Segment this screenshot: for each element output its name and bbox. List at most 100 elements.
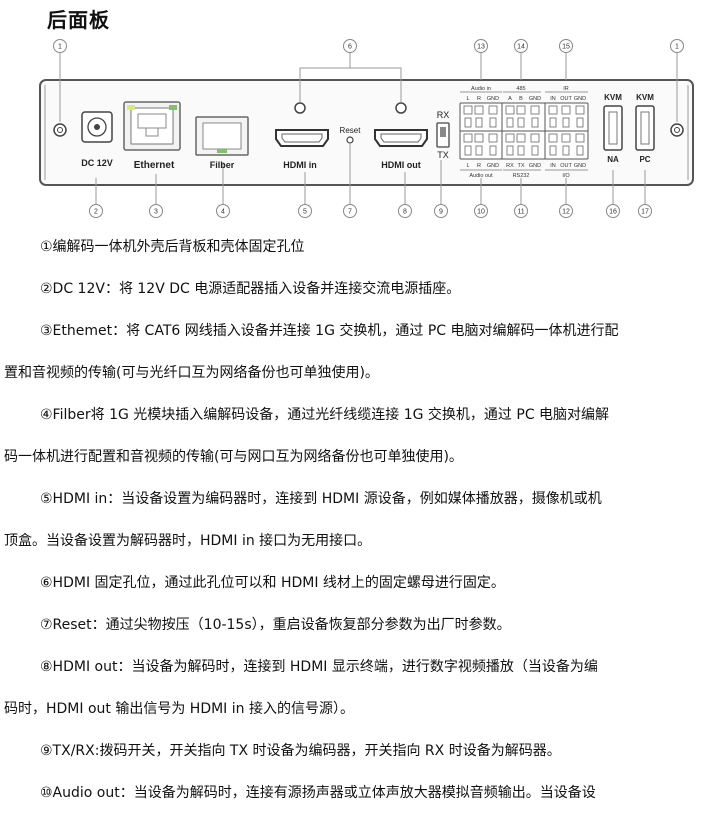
paragraph: ④Filber将 1G 光模块插入编解码设备，通过光纤线缆连接 1G 交换机，通… [40,407,610,423]
terminal-pin-screw [517,145,525,156]
hdmi-in-port [275,129,329,147]
io-label: I/O [562,173,570,179]
callout-marker: 13 [474,39,488,53]
fiber-label: Filber [210,160,235,170]
callout-circle [559,204,573,218]
hdmi-in-label: HDMI in [283,160,317,170]
callout-marker: 1 [53,39,67,53]
audio-in-pin-label: L [466,96,469,102]
rx-label: RX [437,110,450,120]
callout-circle [343,204,357,218]
callout-number: 10 [477,209,485,216]
terminal-pin-screw [576,145,584,156]
callout-marker: 17 [638,204,652,218]
rs232-pin-label: GND [529,163,541,169]
callout-number: 8 [403,209,407,216]
terminal-pin-top [561,105,571,115]
na-label: NA [607,155,619,164]
usb-pc-port [635,105,655,151]
callout-number: 3 [154,209,158,216]
terminal-pin-top [575,133,585,143]
audio-out-pin-label: L [466,163,469,169]
tx-label: TX [437,150,449,160]
terminal-pin-screw [475,117,483,128]
callout-circle [89,204,103,218]
audio-in-label: Audio in [471,86,491,92]
callout-marker: 6 [343,39,357,53]
callout-circle [398,204,412,218]
callout-circle [606,204,620,218]
kvm-na-label: KVM [604,93,622,102]
callout-marker: 11 [514,204,528,218]
terminal-pin-top [474,105,484,115]
ir-pin-label: OUT [560,96,572,102]
paragraph: ⑩Audio out：当设备为解码时，连接有源扬声器或立体声放大器模拟音频输出。… [40,785,596,801]
callout-number: 2 [94,209,98,216]
callout-circle [474,204,488,218]
io-pin-label: IN [550,163,556,169]
terminal-pin-screw [531,145,539,156]
callout-marker: 5 [298,204,312,218]
callout-marker: 16 [606,204,620,218]
terminal-pin-top [516,105,526,115]
callout-number: 1 [675,44,679,51]
paragraph: ③Ethemet：将 CAT6 网线插入设备并连接 1G 交换机，通过 PC 电… [40,323,619,339]
reset-button [346,136,354,144]
terminal-pin-top [575,105,585,115]
terminal-pin-screw [531,117,539,128]
callout-number: 12 [562,209,570,216]
terminal-pin-screw [549,145,557,156]
callout-number: 7 [348,209,352,216]
pc-label: PC [639,155,650,164]
rs485-pin-label: B [519,96,523,102]
terminal-pin-screw [464,117,472,128]
callout-marker: 3 [149,204,163,218]
ethernet-port [123,101,181,151]
paragraph: ⑨TX/RX:拨码开关，开关指向 TX 时设备为编码器，开关指向 RX 时设备为… [40,743,561,759]
callout-number: 6 [348,44,352,51]
callout-marker: 7 [343,204,357,218]
terminal-pin-top [488,133,498,143]
terminal-pin-top [488,105,498,115]
terminal-pin-screw [549,117,557,128]
terminal-pin-top [505,105,515,115]
mounting-hole-right [670,123,684,137]
paragraph: 顶盒。当设备设置为解码器时，HDMI in 接口为无用接口。 [4,533,372,549]
ir-label: IR [563,86,569,92]
fiber-port [195,116,249,156]
usb-na-port [603,105,623,151]
terminal-pin-screw [517,117,525,128]
callout-marker: 12 [559,204,573,218]
callout-number: 1 [58,44,62,51]
callout-circle [343,39,357,53]
paragraph: ②DC 12V：将 12V DC 电源适配器插入设备并连接交流电源插座。 [40,281,461,297]
reset-label: Reset [340,126,362,135]
callout-marker: 10 [474,204,488,218]
callout-circle [434,204,448,218]
terminal-blocks [459,102,589,160]
terminal-pin-screw [489,145,497,156]
callout-marker: 8 [398,204,412,218]
callout-number: 16 [609,209,617,216]
callout-number: 5 [303,209,307,216]
terminal-pin-top [505,133,515,143]
paragraph: ⑦Reset：通过尖物按压（10-15s），重启设备恢复部分参数为出厂时参数。 [40,617,511,633]
terminal-pin-screw [562,117,570,128]
rear-panel-diagram: DC 12V Ethernet Filber HDMI in Reset HDM… [0,30,701,225]
audio-in-pin-label: GND [487,96,499,102]
paragraph: 码时，HDMI out 输出信号为 HDMI in 接入的信号源）。 [4,701,354,717]
rs232-label: RS232 [513,173,530,179]
hdmi-out-port [374,129,428,147]
hdmi-in-fixing-hole [294,102,306,114]
callout-marker: 4 [216,204,230,218]
callout-circle [559,39,573,53]
terminal-pin-top [530,133,540,143]
audio-out-pin-label: GND [487,163,499,169]
dc-label: DC 12V [81,158,113,168]
ir-pin-label: GND [574,96,586,102]
kvm-pc-label: KVM [636,93,654,102]
terminal-pin-top [561,133,571,143]
rs232-pin-label: RX [506,163,514,169]
callout-marker: 14 [514,39,528,53]
terminal-pin-screw [464,145,472,156]
